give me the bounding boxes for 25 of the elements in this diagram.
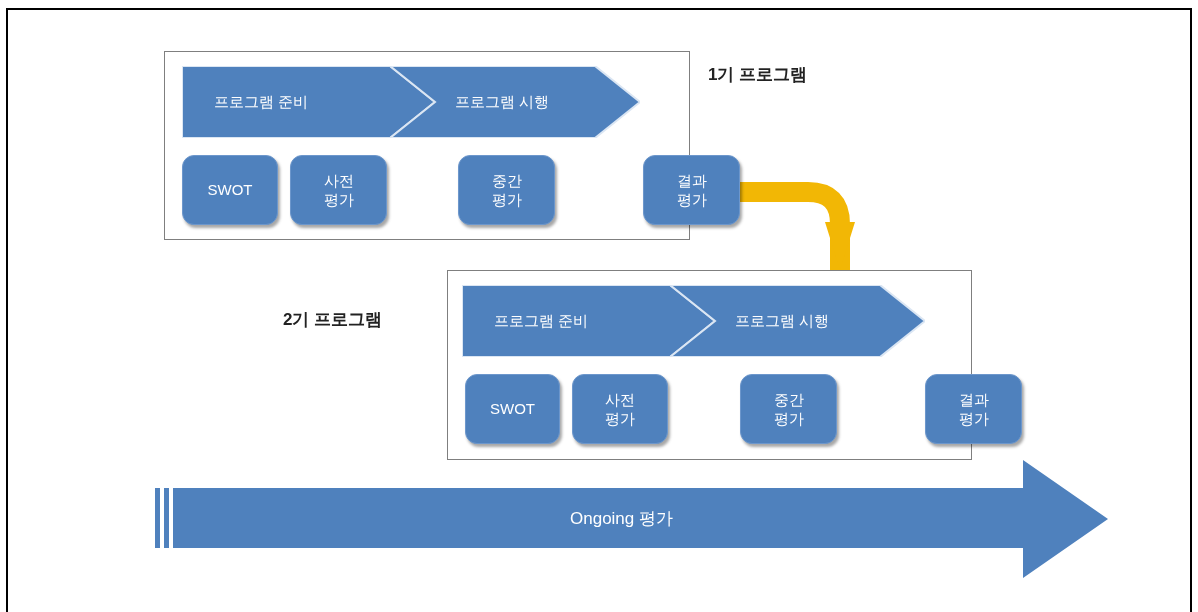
node-label: 사전 평가 <box>604 389 636 429</box>
node-label: 결과 평가 <box>675 170 708 210</box>
timeline-band <box>155 460 1108 578</box>
node-label: SWOT <box>206 180 254 200</box>
stage-box <box>458 155 555 225</box>
program-heading: 2기 프로그램 <box>283 309 383 331</box>
node-label: 중간 평가 <box>490 170 523 210</box>
stage-box <box>182 155 278 225</box>
stage-box <box>290 155 387 225</box>
node-label: 중간 평가 <box>772 389 805 429</box>
stage-box <box>465 374 560 444</box>
node-label: 프로그램 시행 <box>454 91 550 112</box>
node-label: 프로그램 시행 <box>734 310 830 331</box>
process-stage-band <box>390 66 640 138</box>
bent-arrow <box>740 182 855 270</box>
stage-box <box>643 155 740 225</box>
program-heading: 1기 프로그램 <box>708 64 808 86</box>
stage-box <box>572 374 668 444</box>
stage-box <box>925 374 1022 444</box>
node-label: SWOT <box>489 399 536 419</box>
node-label: 결과 평가 <box>957 389 990 429</box>
node-label: Ongoing 평가 <box>570 508 673 531</box>
process-stage-band <box>670 285 925 357</box>
node-label: 사전 평가 <box>322 170 355 210</box>
stage-box <box>740 374 837 444</box>
